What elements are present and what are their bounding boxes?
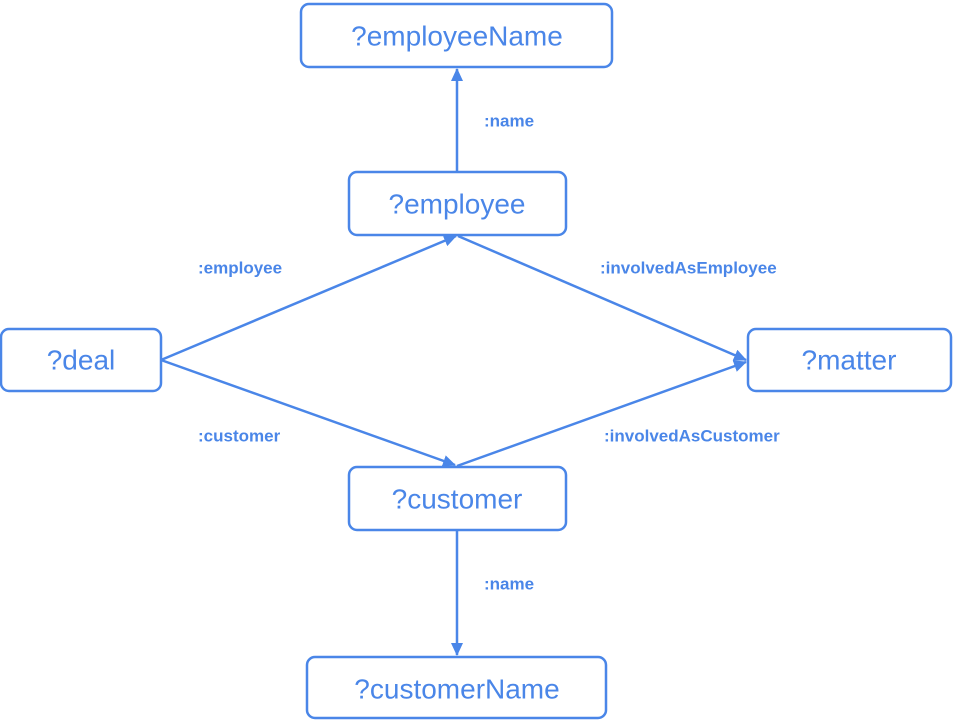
node-box xyxy=(305,655,608,720)
node-label: ?customer xyxy=(392,484,523,515)
edge-customer-to-matter xyxy=(456,360,747,468)
edges xyxy=(160,68,747,656)
edge-label-customer-name: :name xyxy=(484,575,534,594)
node-matter: ?matter xyxy=(746,327,953,393)
edge-label-employee: :employee xyxy=(198,259,282,278)
node-box xyxy=(299,2,614,69)
edge-deal-to-employee xyxy=(160,234,457,362)
node-customer: ?customer xyxy=(347,465,568,532)
node-deal: ?deal xyxy=(0,327,163,393)
node-label: ?customerName xyxy=(354,674,559,705)
node-box xyxy=(347,170,568,237)
node-label: ?deal xyxy=(47,345,116,376)
node-box xyxy=(0,327,163,393)
edge-employee-to-matter xyxy=(457,234,747,362)
node-label: ?matter xyxy=(802,345,897,376)
node-label: ?employee xyxy=(389,189,526,220)
node-employee-name: ?employeeName xyxy=(299,2,614,69)
node-label: ?employeeName xyxy=(351,21,563,52)
edge-labels: :name :employee :involvedAsEmployee :cus… xyxy=(198,112,780,594)
edge-label-involved-as-customer: :involvedAsCustomer xyxy=(604,427,780,446)
node-employee: ?employee xyxy=(347,170,568,237)
edge-label-employee-name: :name xyxy=(484,112,534,131)
node-box xyxy=(746,327,953,393)
node-box xyxy=(347,465,568,532)
edge-deal-to-customer xyxy=(160,358,456,467)
edge-label-customer: :customer xyxy=(198,427,281,446)
node-customer-name: ?customerName xyxy=(305,655,608,720)
edge-label-involved-as-employee: :involvedAsEmployee xyxy=(600,259,777,278)
